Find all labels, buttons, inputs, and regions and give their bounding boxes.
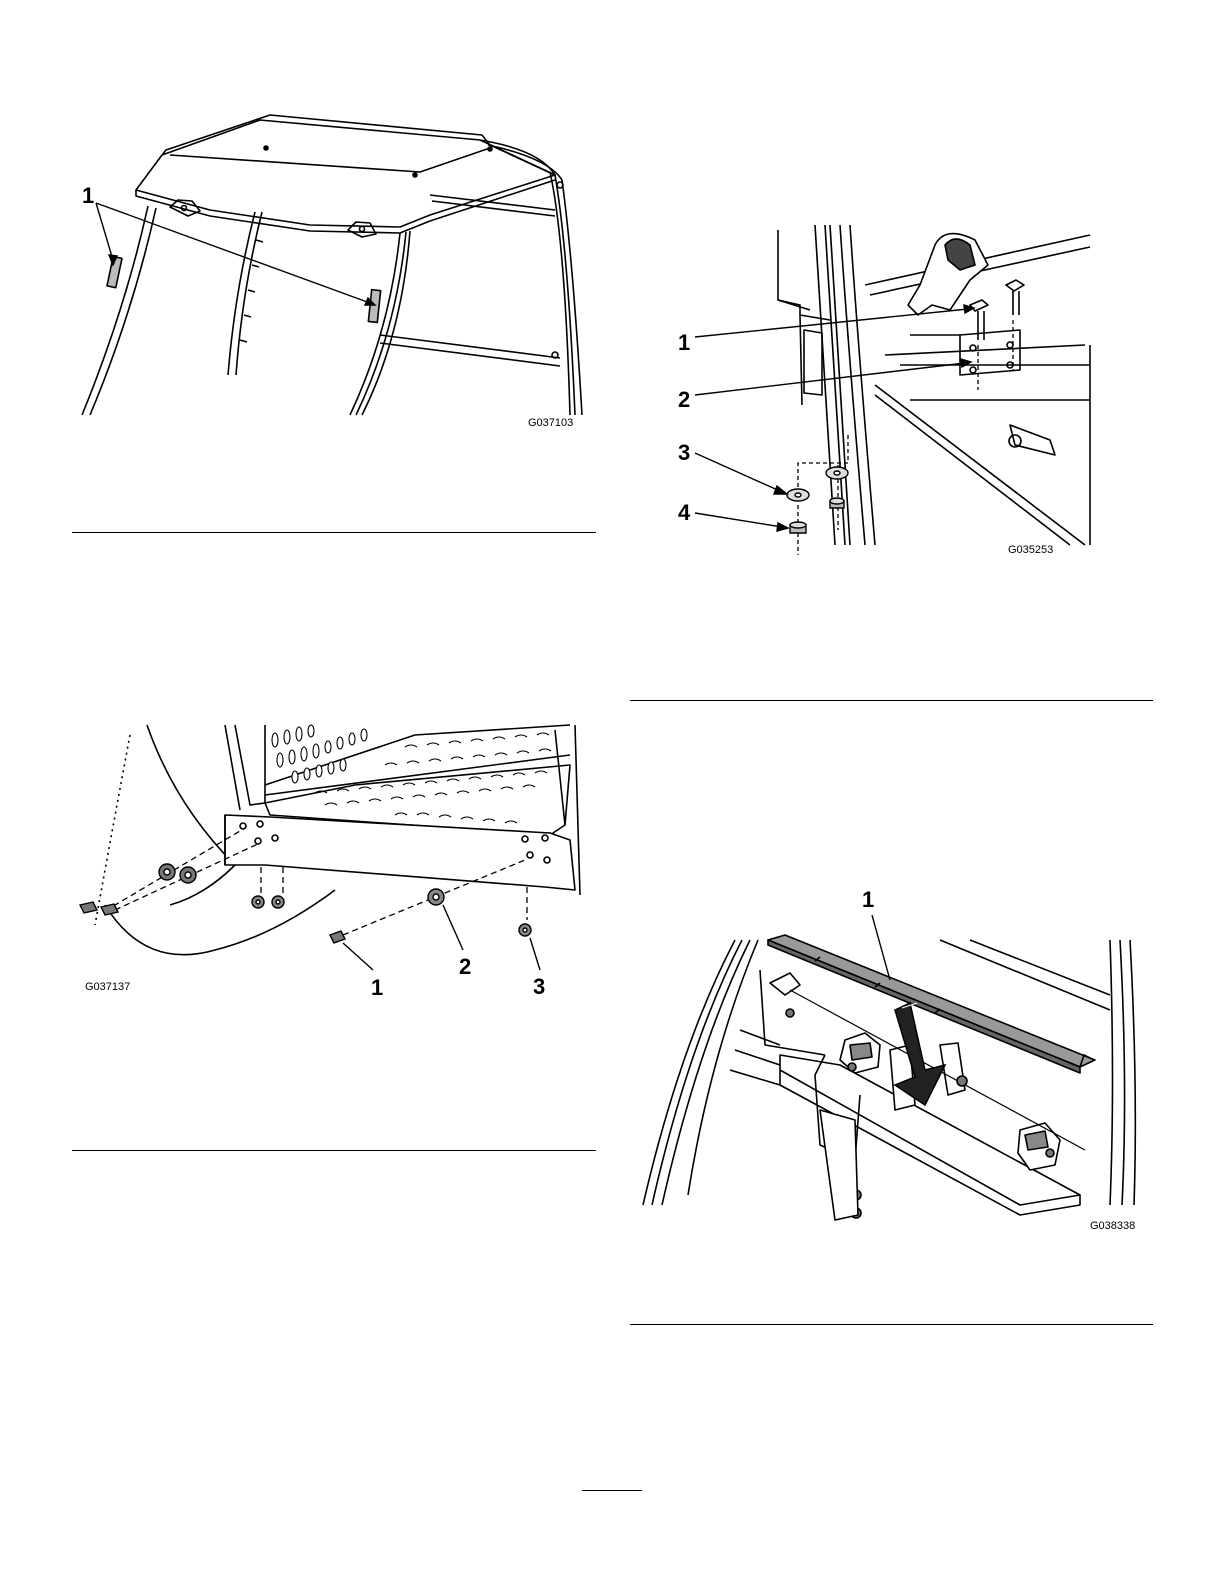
figure-seatbelt-bracket: 1 2 3 4 G035253 [670, 225, 1110, 565]
callout-2: 2 [678, 389, 690, 411]
page-footer-rule [582, 1490, 642, 1491]
figure-seatbelt-cover: 1 G038338 [640, 895, 1160, 1235]
callout-1: 1 [862, 889, 874, 911]
callout-3: 3 [533, 976, 545, 998]
figure-divider [72, 1150, 596, 1151]
seatbelt-cover-illustration [640, 895, 1160, 1235]
figure-id: G037137 [85, 982, 130, 993]
callout-2: 2 [459, 956, 471, 978]
figure-divider [630, 700, 1153, 701]
figure-id: G037103 [528, 418, 573, 429]
figure-divider [72, 532, 596, 533]
figure-canopy: 1 G037103 [70, 100, 600, 440]
figure-id: G038338 [1090, 1221, 1135, 1232]
callout-1: 1 [371, 977, 383, 999]
figure-divider [630, 1324, 1153, 1325]
callout-1: 1 [678, 332, 690, 354]
callout-3: 3 [678, 442, 690, 464]
figure-floor-step: 1 2 3 G037137 [75, 725, 605, 1015]
seatbelt-bracket-illustration [670, 225, 1110, 565]
canopy-illustration [70, 100, 600, 440]
callout-4: 4 [678, 502, 690, 524]
floor-step-illustration [75, 725, 605, 1015]
callout-1: 1 [82, 185, 94, 207]
figure-id: G035253 [1008, 545, 1053, 556]
